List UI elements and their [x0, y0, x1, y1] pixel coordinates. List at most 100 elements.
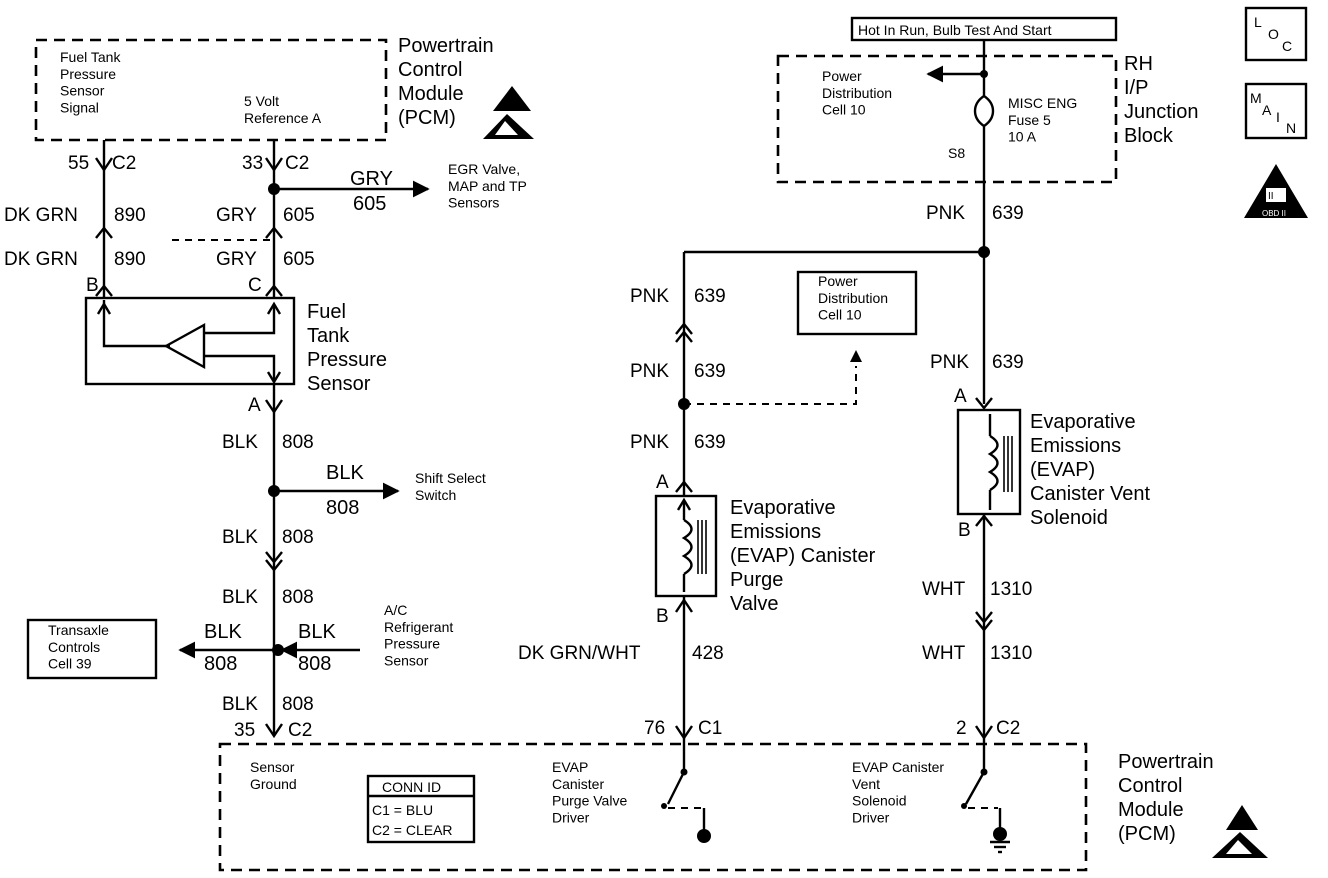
connector-c2-d: C2 [996, 718, 1020, 739]
wire-605-label-2: 605 [283, 249, 315, 270]
svg-text:N: N [1286, 120, 1296, 136]
wire-639-right-label: 639 [992, 352, 1024, 373]
obd-ii-icon[interactable]: II OBD II [1244, 164, 1308, 218]
right-wiring [654, 246, 1022, 741]
splice-s8-label: S8 [948, 145, 965, 161]
pnk-right-label: PNK [930, 352, 969, 373]
wire-605-label-1: 605 [283, 205, 315, 226]
connector-c2-a: C2 [112, 153, 136, 174]
ac-808-label: 808 [298, 653, 331, 675]
blk-label-4: BLK [222, 694, 258, 715]
svg-text:M: M [1250, 90, 1262, 106]
pin-76: 76 [644, 718, 665, 739]
dkgrn-label-1: DK GRN [4, 205, 78, 226]
pin-a-sensor: A [248, 395, 261, 416]
purge-pin-b: B [656, 606, 669, 627]
wire-428-label: 428 [692, 643, 724, 664]
connector-c2-c: C2 [288, 720, 312, 741]
vent-pin-b: B [958, 520, 971, 541]
wht-label-2: WHT [922, 643, 966, 664]
gry-branch-number: 605 [353, 193, 386, 215]
blk-label-3: BLK [222, 587, 258, 608]
gry-label-1: GRY [216, 205, 257, 226]
wire-808-label-1: 808 [282, 432, 314, 453]
pin-35: 35 [234, 720, 255, 741]
svg-text:A: A [1262, 102, 1272, 118]
shift-blk-label: BLK [326, 462, 364, 484]
esd-warning-icon [483, 86, 534, 139]
pin-55: 55 [68, 153, 89, 174]
vent-pin-a: A [954, 386, 967, 407]
wire-808-label-3: 808 [282, 587, 314, 608]
shift-808-label: 808 [326, 497, 359, 519]
svg-text:II: II [1268, 191, 1274, 202]
ac-blk-label: BLK [298, 621, 336, 643]
wire-639-left-label-3: 639 [694, 432, 726, 453]
pin-2: 2 [956, 718, 967, 739]
purge-pin-a: A [656, 472, 669, 493]
main-icon[interactable]: M A I N [1244, 82, 1308, 140]
svg-text:C: C [1282, 38, 1292, 54]
wire-890-label-2: 890 [114, 249, 146, 270]
svg-text:L: L [1254, 14, 1262, 30]
gry-label-2: GRY [216, 249, 257, 270]
hot-in-run-label: Hot In Run, Bulb Test And Start [858, 22, 1052, 38]
conn-c1-label: C1 = BLU [372, 802, 433, 818]
pnk-left-label-2: PNK [630, 361, 669, 382]
dkgrn-wht-label: DK GRN/WHT [518, 643, 641, 664]
wire-639-left-label-1: 639 [694, 286, 726, 307]
hot-in-run-box: Hot In Run, Bulb Test And Start [850, 16, 1118, 42]
ground-icon [697, 829, 711, 843]
pin-33: 33 [242, 153, 263, 174]
connector-c1: C1 [698, 718, 722, 739]
wire-808-label-2: 808 [282, 527, 314, 548]
pnk-top-label: PNK [926, 203, 965, 224]
conn-id-title: CONN ID [382, 779, 441, 795]
pin-b-sensor: B [86, 275, 99, 296]
transaxle-808-label: 808 [204, 653, 237, 675]
dkgrn-label-2: DK GRN [4, 249, 78, 270]
wht-label-1: WHT [922, 579, 966, 600]
conn-id-table: CONN ID C1 = BLU C2 = CLEAR [366, 774, 476, 844]
pin-c-sensor: C [248, 275, 262, 296]
wire-1310-label-2: 1310 [990, 643, 1032, 664]
svg-text:O: O [1268, 26, 1279, 42]
gry-branch-color: GRY [350, 168, 393, 190]
esd-warning-icon-2 [1212, 805, 1268, 858]
loc-icon[interactable]: L O C [1244, 6, 1308, 62]
svg-text:I: I [1276, 109, 1280, 125]
blk-label-2: BLK [222, 527, 258, 548]
wire-639-left-label-2: 639 [694, 361, 726, 382]
pnk-left-label-1: PNK [630, 286, 669, 307]
left-wiring [84, 140, 430, 739]
conn-c2-label: C2 = CLEAR [372, 822, 453, 838]
transaxle-blk-label: BLK [204, 621, 242, 643]
wire-639-top-label: 639 [992, 203, 1024, 224]
wire-890-label-1: 890 [114, 205, 146, 226]
pnk-left-label-3: PNK [630, 432, 669, 453]
